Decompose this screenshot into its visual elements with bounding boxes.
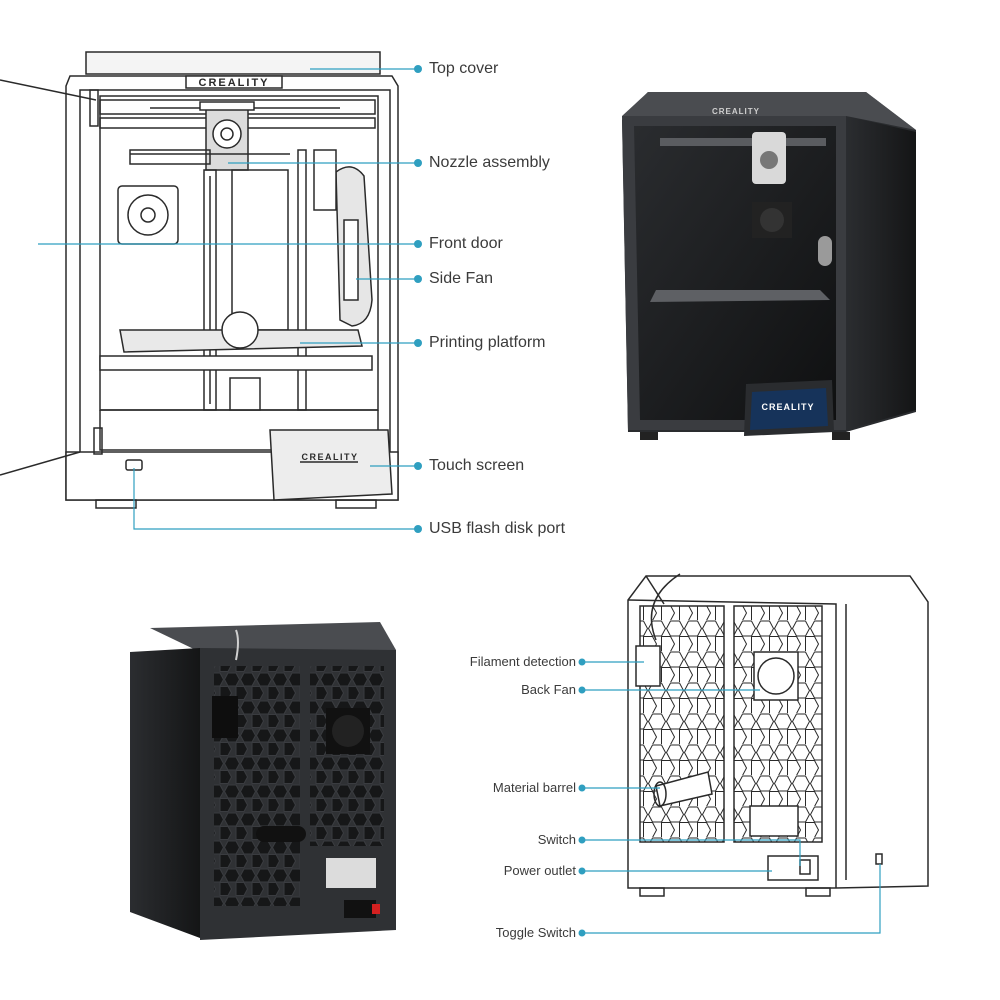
front-line-logo: CREALITY <box>199 77 270 89</box>
label-power-outlet: Power outlet <box>503 863 576 878</box>
label-filament-detection: Filament detection <box>469 654 576 669</box>
front-photo-top-logo: CREALITY <box>712 107 760 116</box>
label-top-cover: Top cover <box>429 60 499 77</box>
front-line-drawing <box>0 51 399 509</box>
front-screen-logo: CREALITY <box>302 452 359 462</box>
leader-toggle <box>582 864 881 934</box>
leader-lines <box>38 68 881 934</box>
label-nozzle-assembly: Nozzle assembly <box>429 154 550 171</box>
label-switch: Switch <box>537 832 576 847</box>
label-touch-screen: Touch screen <box>429 457 525 474</box>
back-photo <box>130 622 396 940</box>
label-back-fan: Back Fan <box>521 682 576 697</box>
label-usb-port: USB flash disk port <box>429 520 566 537</box>
back-line-drawing <box>627 573 929 897</box>
leader-dots <box>414 65 586 937</box>
label-side-fan: Side Fan <box>429 270 494 287</box>
leader-usb <box>133 468 418 530</box>
label-front-door: Front door <box>429 235 503 252</box>
label-material-barrel: Material barrel <box>492 780 576 795</box>
label-toggle-switch: Toggle Switch <box>495 925 576 940</box>
front-photo <box>622 92 916 440</box>
leader-switch <box>582 839 801 866</box>
label-printing-platform: Printing platform <box>429 334 546 351</box>
front-photo-logo: CREALITY <box>762 402 815 412</box>
